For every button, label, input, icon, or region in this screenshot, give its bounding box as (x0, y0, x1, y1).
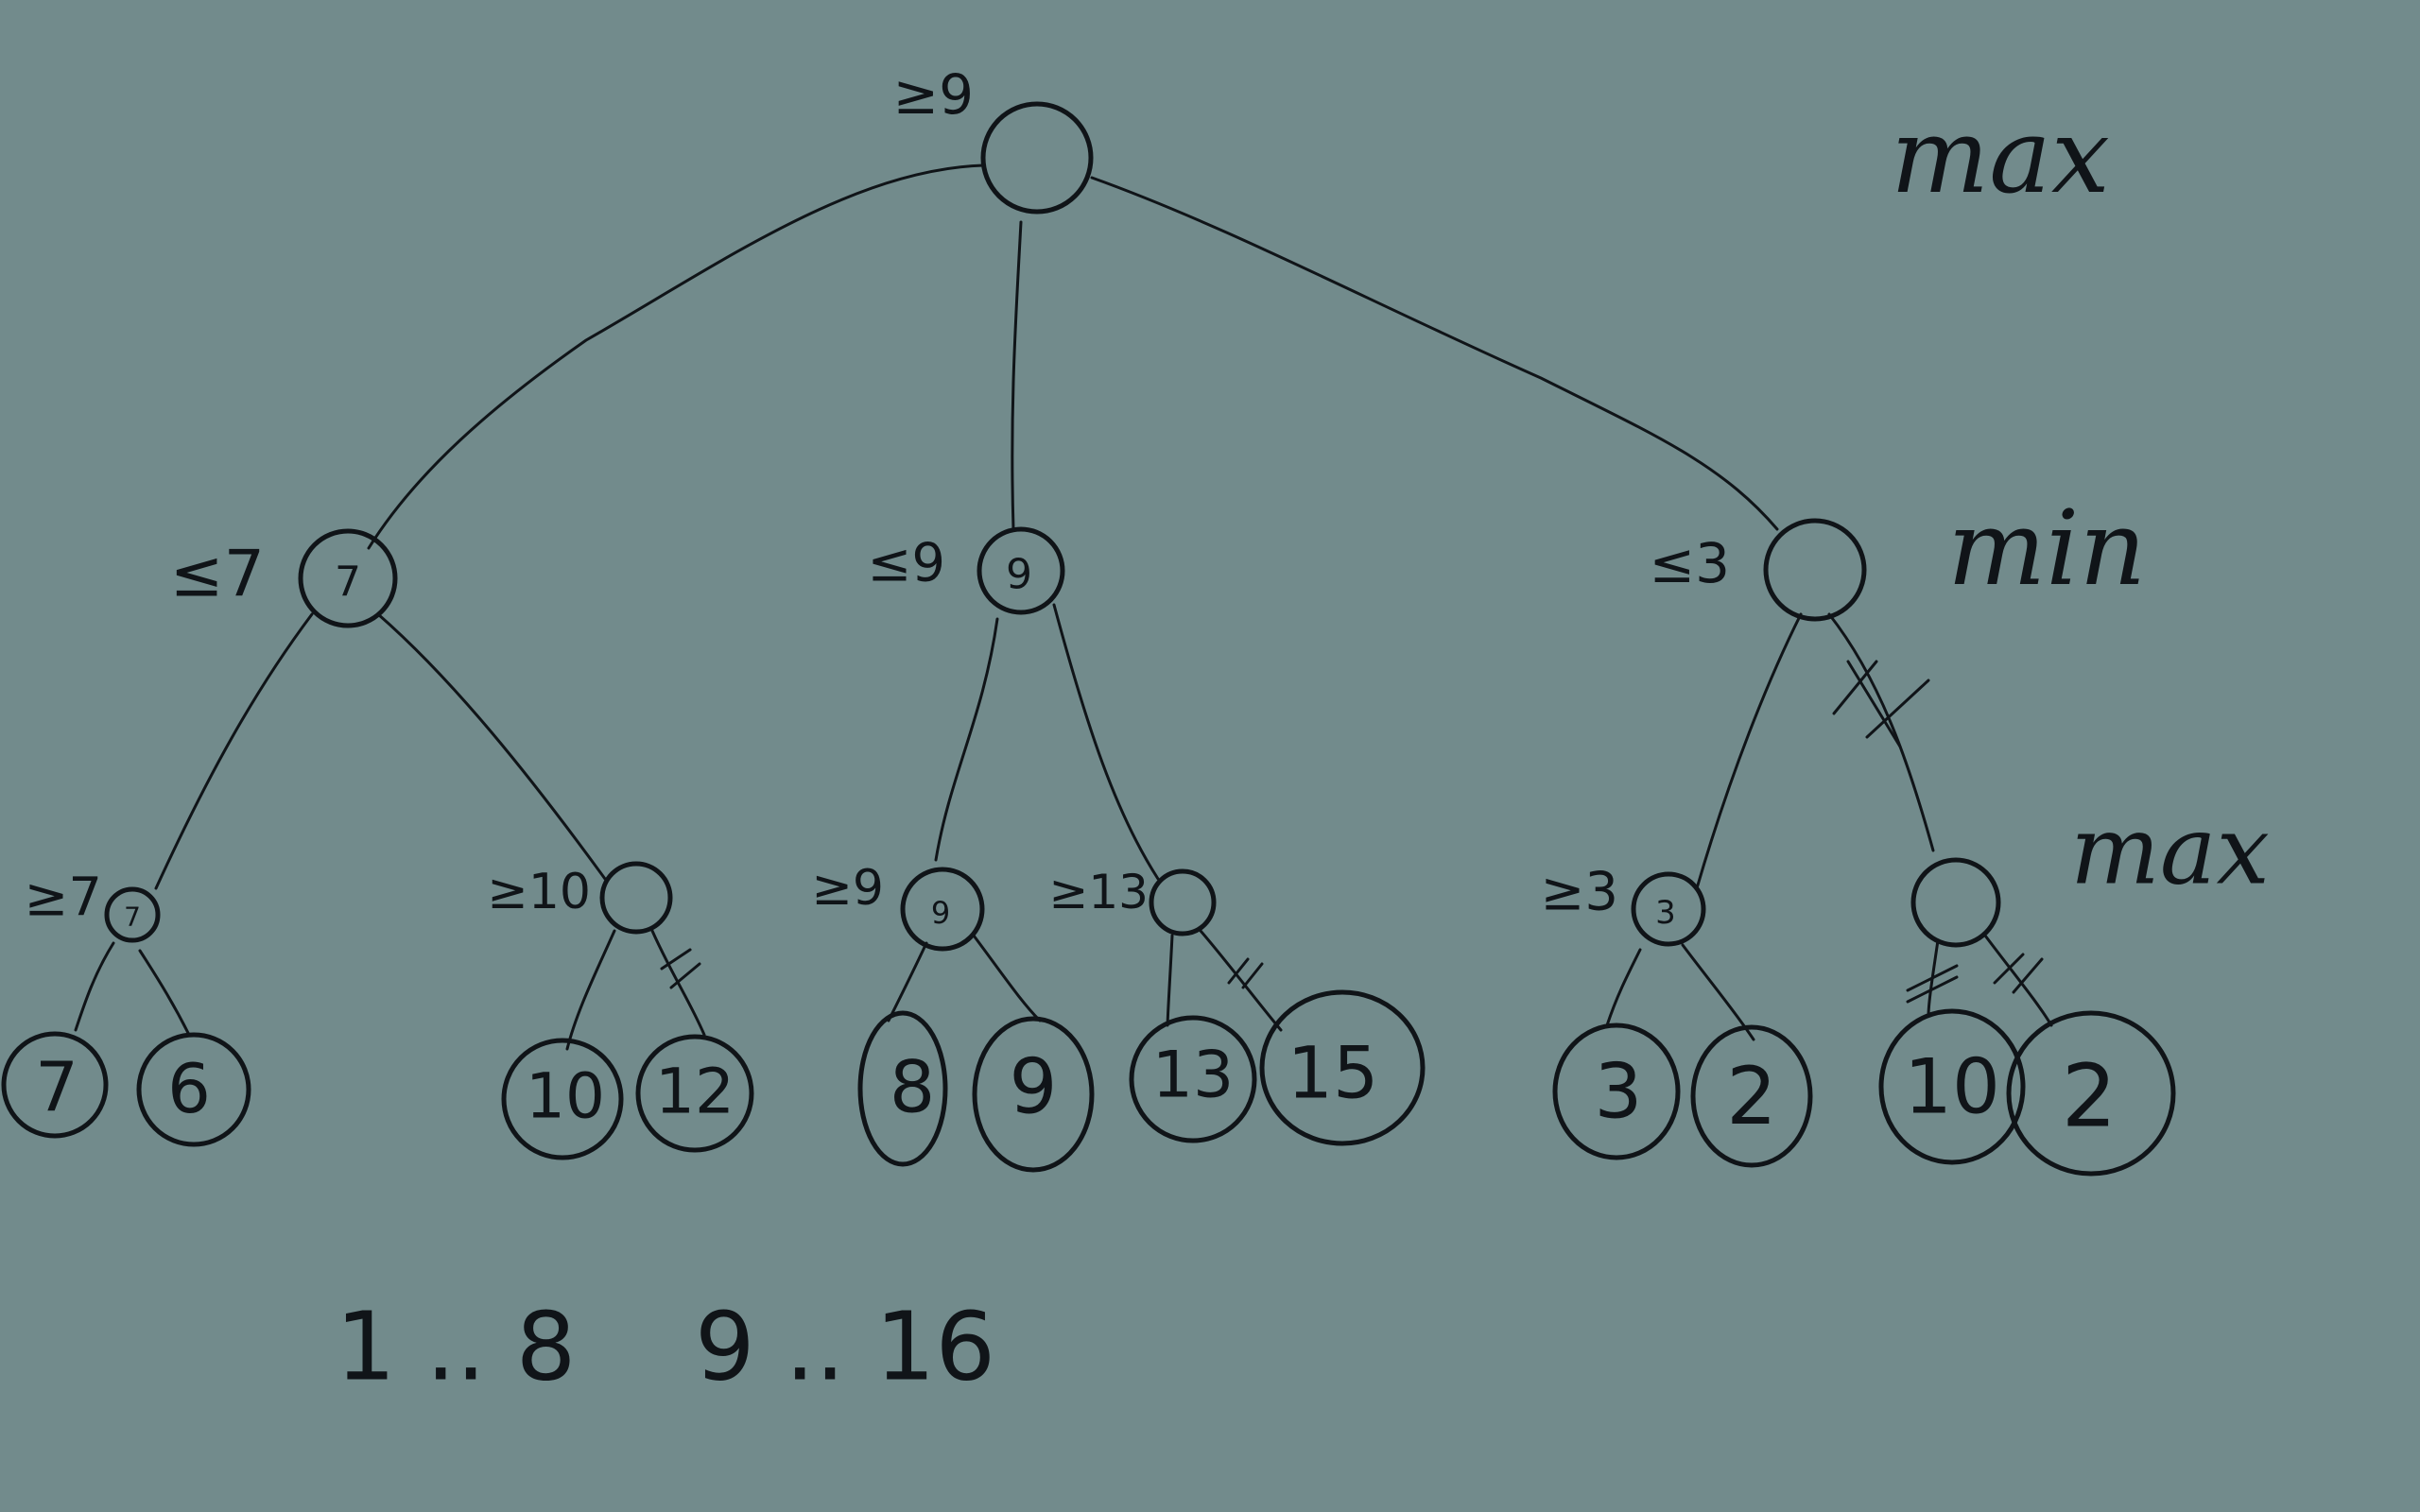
prune-mark-max6-right (1993, 953, 2044, 994)
max-node-1-value: 7 (124, 902, 141, 933)
edge-max4-leaf8 (1199, 929, 1283, 1032)
root-bound-label: ≥9 (893, 62, 975, 127)
leaf-node: 13 (1129, 1015, 1257, 1143)
edge-root-min1 (367, 163, 985, 550)
leaf-node: 2 (2006, 1010, 2176, 1177)
leaf-node: 3 (1552, 1022, 1681, 1160)
leaf-value: 8 (890, 1045, 935, 1129)
edge-max6-leaf11 (1927, 938, 1940, 1018)
leaf-value: 6 (167, 1049, 211, 1128)
min-node-1-bound: ≤7 (170, 538, 265, 612)
leaf-value: 10 (526, 1060, 605, 1133)
leaf-node: 10 (1878, 1008, 2026, 1165)
leaf-value: 13 (1152, 1039, 1235, 1113)
leaf-node: 7 (1, 1031, 109, 1139)
leaf-node: 9 (972, 1016, 1095, 1173)
max-node-3 (900, 867, 985, 952)
leaf-value: 15 (1288, 1031, 1379, 1115)
leaf-value: 9 (1010, 1043, 1058, 1131)
min-node-2 (977, 526, 1065, 615)
min-node-1 (298, 528, 398, 628)
min-node-1-value: 7 (335, 558, 361, 607)
edge-max2-leaf3 (565, 929, 616, 1051)
leaf-node: 10 (501, 1038, 624, 1160)
min-node-3 (1763, 518, 1867, 622)
edge-max5-leaf9 (1605, 948, 1642, 1027)
edge-max1-leaf2 (138, 949, 191, 1037)
max-node-5-value: 3 (1655, 894, 1676, 932)
range-note-left: 1 .. 8 (336, 1292, 576, 1402)
edge-max1-leaf1 (74, 941, 115, 1032)
edge-max6-leaf12 (1983, 934, 2053, 1027)
min-node-3-bound: ≤3 (1650, 531, 1731, 595)
max-node-6 (1910, 857, 2001, 948)
edge-max4-leaf7 (1166, 934, 1174, 1027)
min-node-2-value: 9 (1006, 551, 1032, 599)
leaf-value: 7 (35, 1047, 78, 1126)
prune-mark-max4-right (1227, 957, 1264, 989)
edge-min2-max4 (1052, 603, 1160, 881)
edge-max5-leaf10 (1681, 943, 1755, 1041)
max-node-4-bound: ≥13 (1048, 865, 1149, 919)
max-node-5-bound: ≥3 (1540, 862, 1618, 923)
max-node-2-bound: ≥10 (487, 864, 591, 920)
edge-min3-max5 (1695, 612, 1803, 890)
root-node (980, 101, 1094, 215)
leaf-node: 2 (1690, 1024, 1813, 1168)
prune-mark-max6-left (1906, 964, 1959, 1004)
leaf-value: 10 (1904, 1043, 2000, 1131)
edge-min1-max2 (376, 612, 607, 881)
prune-mark-max2-right (660, 948, 701, 989)
leaf-value: 12 (655, 1056, 735, 1128)
edge-max3-leaf6 (972, 934, 1042, 1022)
min-node-2-bound: ≤9 (867, 533, 945, 594)
max-node-3-value: 9 (931, 895, 950, 931)
range-note-right: 9 .. 16 (695, 1292, 995, 1402)
leaf-node: 8 (857, 1010, 948, 1167)
edge-root-min2 (1011, 220, 1023, 531)
edge-max3-leaf5 (887, 941, 928, 1022)
leaf-value: 2 (1726, 1050, 1776, 1143)
leaf-value: 3 (1595, 1048, 1643, 1136)
edge-min2-max3 (934, 617, 999, 862)
max-node-3-bound: ≥9 (811, 860, 884, 917)
max-node-5 (1631, 871, 1706, 947)
max-node-1 (104, 886, 161, 943)
prune-mark-min3-right (1832, 660, 1930, 748)
leaf-node: 15 (1259, 989, 1426, 1146)
leaf-node: 12 (635, 1034, 754, 1153)
max-node-2 (599, 861, 673, 935)
leaf-node: 6 (136, 1032, 251, 1147)
edge-min1-max1 (154, 612, 314, 890)
level-label-top: max (1891, 95, 2110, 216)
max-node-1-bound: ≥7 (24, 868, 102, 929)
edge-max2-leaf4 (650, 929, 706, 1037)
max-node-4 (1149, 868, 1217, 936)
leaf-value: 2 (2062, 1046, 2118, 1147)
edge-root-min3 (1090, 176, 1779, 531)
level-label-middle: min (1947, 488, 2146, 609)
level-label-bottom: max (2070, 796, 2270, 906)
edge-min3-max6 (1827, 612, 1935, 852)
